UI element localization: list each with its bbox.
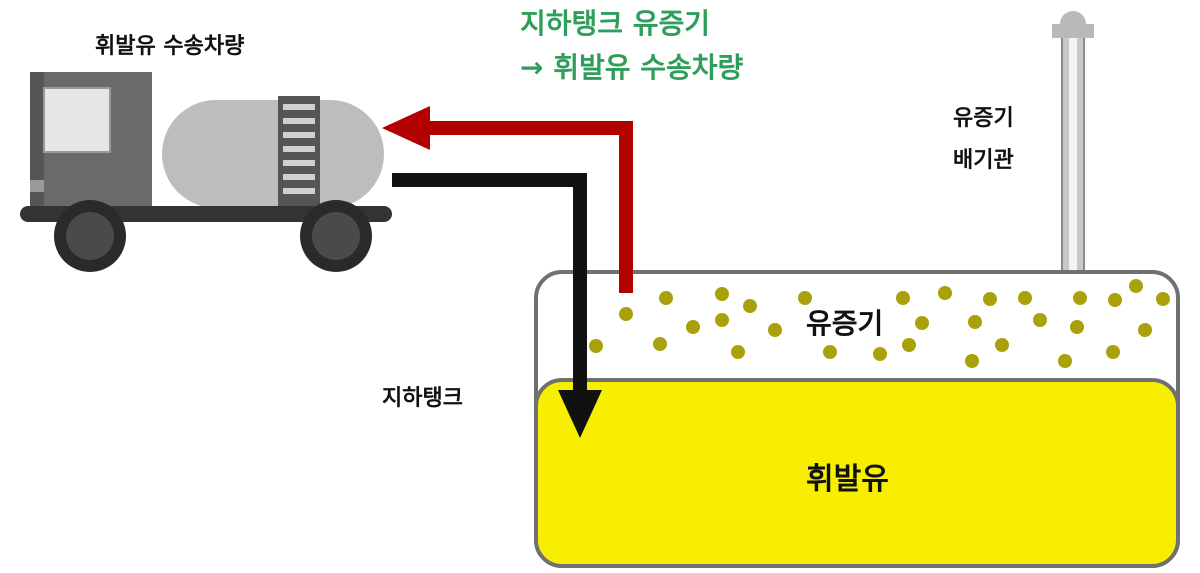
- vapor-dot: [1156, 292, 1170, 306]
- fuel-liquid: [534, 378, 1180, 568]
- vapor-dot: [798, 291, 812, 305]
- underground-tank-label: 지하탱크: [382, 386, 463, 411]
- vapor-dot: [768, 323, 782, 337]
- vapor-dot: [965, 354, 979, 368]
- vent-pipe-label: 유증기 배기관: [953, 98, 1014, 182]
- vapor-dot: [743, 299, 757, 313]
- vapor-dot: [896, 291, 910, 305]
- vapor-dots: [589, 279, 1170, 368]
- vapor-dot: [1033, 313, 1047, 327]
- vapor-dot: [902, 338, 916, 352]
- vapor-dot: [1018, 291, 1032, 305]
- vapor-dot: [1070, 320, 1084, 334]
- gasoline-label: 휘발유: [806, 462, 889, 497]
- vapor-flow-title-line2: → 휘발유 수송차량: [520, 51, 744, 84]
- vapor-dot: [715, 313, 729, 327]
- fuel-fill-arrow-icon: [392, 173, 602, 438]
- vapor-return-arrow-icon: [382, 106, 633, 293]
- vapor-dot: [1138, 323, 1152, 337]
- vent-pipe-label-line2: 배기관: [953, 148, 1014, 173]
- vapor-dot: [653, 337, 667, 351]
- truck-label: 휘발유 수송차량: [95, 34, 245, 59]
- vapor-flow-title: 지하탱크 유증기 → 휘발유 수송차량: [520, 2, 743, 90]
- vapor-dot: [915, 316, 929, 330]
- vent-pipe-icon: [1052, 11, 1094, 273]
- vapor-dot: [686, 320, 700, 334]
- vapor-dot: [995, 338, 1009, 352]
- vapor-dot: [659, 291, 673, 305]
- vapor-dot: [1108, 293, 1122, 307]
- vapor-dot: [968, 315, 982, 329]
- vapor-dot: [938, 286, 952, 300]
- vapor-dot: [983, 292, 997, 306]
- vapor-dot: [873, 347, 887, 361]
- vapor-dot: [619, 307, 633, 321]
- vapor-dot: [731, 345, 745, 359]
- vapor-dot: [1058, 354, 1072, 368]
- tanker-truck-icon: [20, 72, 392, 272]
- vent-pipe-label-line1: 유증기: [953, 106, 1014, 131]
- vapor-dot: [1073, 291, 1087, 305]
- vapor-dot: [823, 345, 837, 359]
- vapor-dot: [589, 339, 603, 353]
- vapor-dot: [1129, 279, 1143, 293]
- vapor-dot: [1106, 345, 1120, 359]
- vapor-label: 유증기: [806, 307, 884, 340]
- vapor-flow-title-line1: 지하탱크 유증기: [520, 7, 711, 40]
- vapor-dot: [715, 287, 729, 301]
